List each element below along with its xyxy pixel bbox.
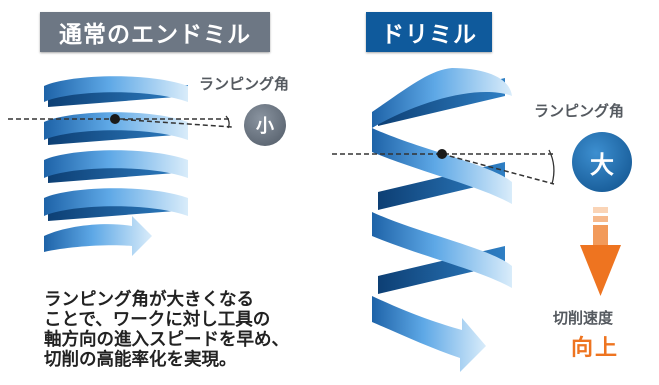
large-angle-badge: 大 <box>572 132 632 192</box>
endmill-helix <box>44 76 188 256</box>
description-line: ことで、ワークに対し工具の <box>44 310 271 330</box>
drimill-title: ドリミル <box>366 12 492 52</box>
small-angle-badge: 小 <box>244 104 286 146</box>
description-text: ランピング角が大きくなる ことで、ワークに対し工具の 軸方向の進入スピードを早め… <box>44 290 364 370</box>
increase-label: 向上 <box>571 336 620 361</box>
increase-arrow <box>580 207 621 296</box>
drimill-angle-indicator <box>332 149 556 185</box>
drimill-ramping-label: ランピング角 <box>534 102 625 120</box>
endmill-ramping-label: ランピング角 <box>199 75 290 93</box>
endmill-title: 通常のエンドミル <box>40 12 270 52</box>
description-line: ランピング角が大きくなる <box>44 290 254 310</box>
cutting-speed-label: 切削速度 <box>553 309 614 327</box>
description-line: 切削の高能率化を実現。 <box>44 350 237 370</box>
endmill-angle-indicator <box>8 114 233 129</box>
drimill-helix <box>372 68 512 372</box>
description-line: 軸方向の進入スピードを早め、 <box>44 330 289 350</box>
